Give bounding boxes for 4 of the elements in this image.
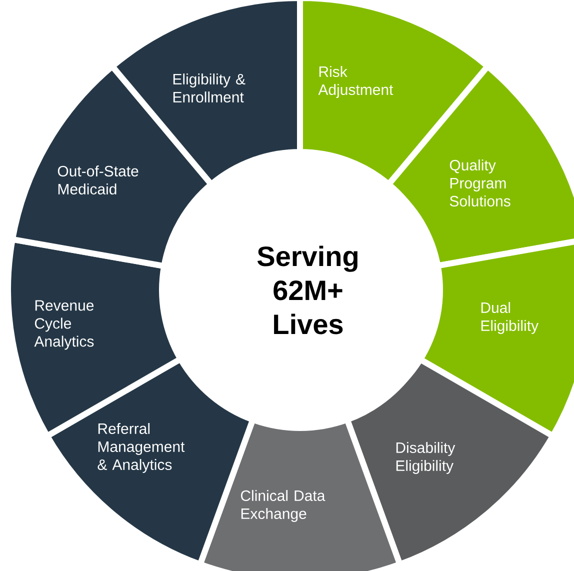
node-label: Serving 62M+ Lives	[257, 246, 358, 334]
node-label: Dual Eligibility	[481, 302, 538, 334]
node-label: Referral Management & Analytics	[98, 422, 185, 473]
node-label: Quality Program Solutions	[450, 159, 510, 206]
